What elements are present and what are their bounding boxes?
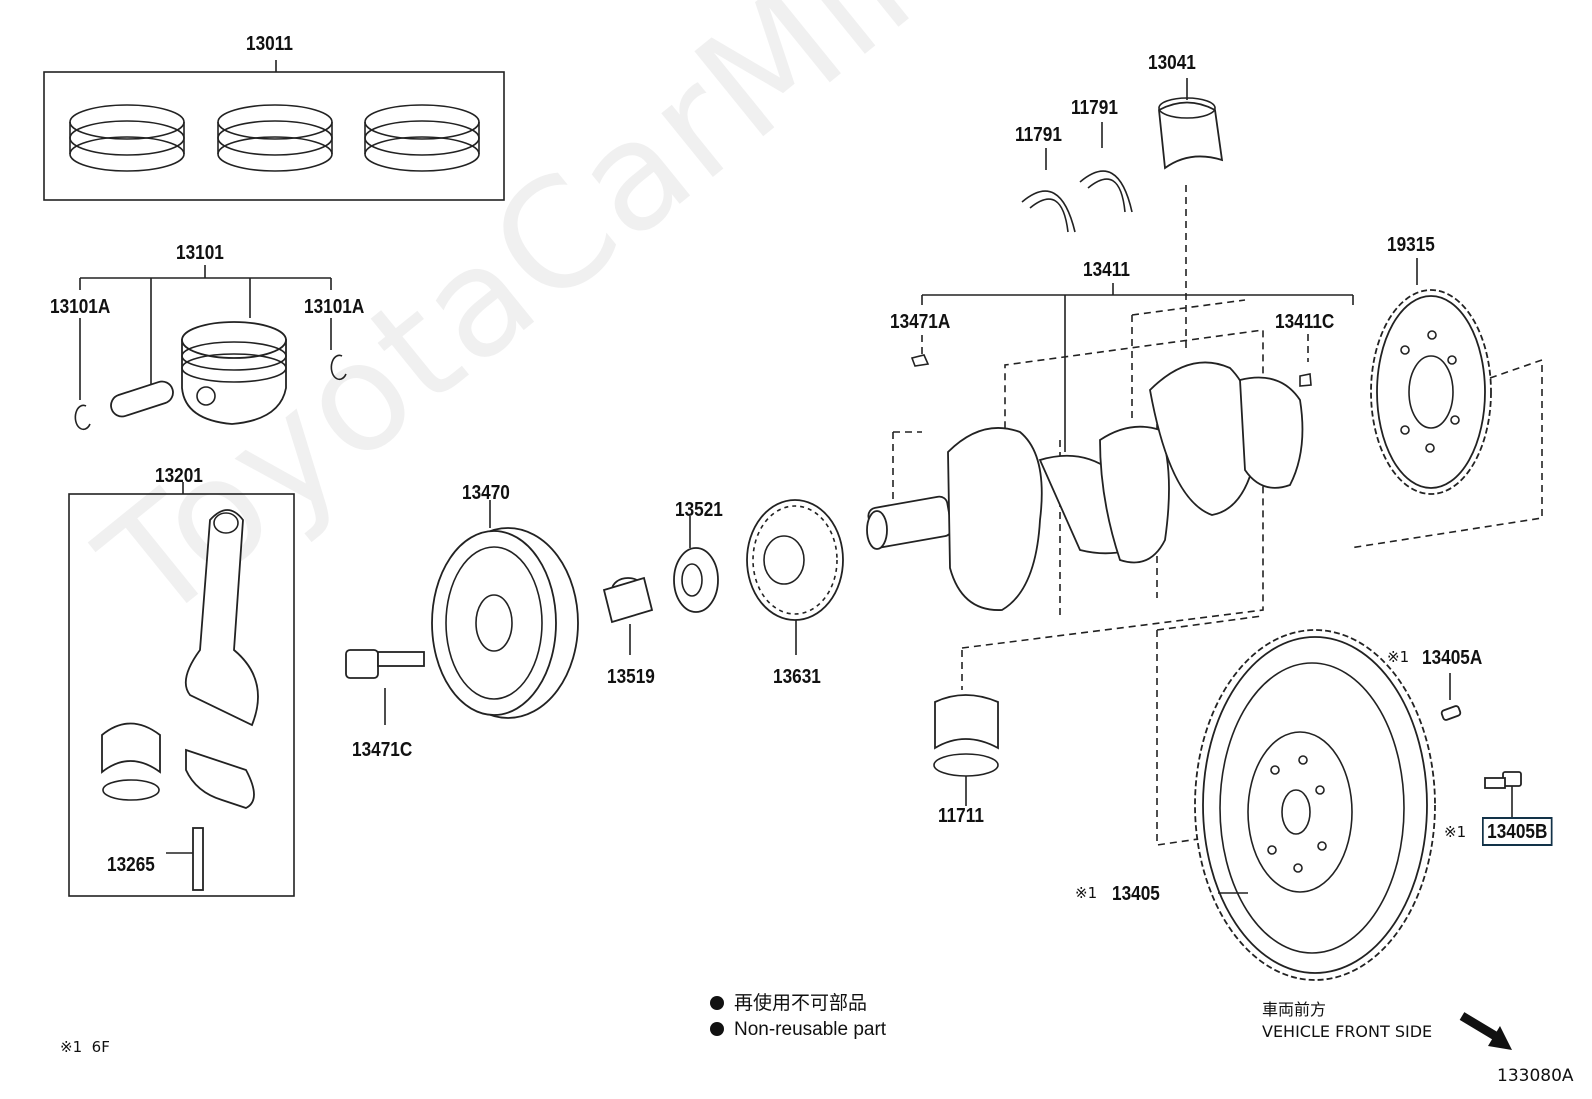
part-label-11791-b[interactable]: 11791 xyxy=(1071,97,1118,119)
part-label-13405[interactable]: 13405 xyxy=(1112,883,1160,905)
part-label-13471A[interactable]: 13471A xyxy=(890,311,951,333)
part-label-13011[interactable]: 13011 xyxy=(246,33,293,55)
footnote-mark: ※1 xyxy=(1387,648,1410,666)
crank-gear-icon[interactable] xyxy=(746,499,844,621)
part-label-13411[interactable]: 13411 xyxy=(1083,259,1130,281)
piston-ring-set-group xyxy=(43,60,505,201)
part-label-11791-a[interactable]: 11791 xyxy=(1015,124,1062,146)
part-label-13101[interactable]: 13101 xyxy=(176,242,224,264)
timing-sprocket-icon[interactable] xyxy=(673,547,719,613)
crank-pin-icon[interactable] xyxy=(1299,373,1312,387)
part-label-13041[interactable]: 13041 xyxy=(1148,52,1196,74)
vehicle-front-arrow-icon xyxy=(1459,1012,1512,1050)
part-label-13521[interactable]: 13521 xyxy=(675,499,723,521)
thrust-washer-group xyxy=(1021,78,1224,233)
crank-gear-group xyxy=(602,499,844,655)
part-label-13631[interactable]: 13631 xyxy=(773,666,821,688)
part-label-13201[interactable]: 13201 xyxy=(155,465,203,487)
pulley-bolt-icon[interactable] xyxy=(345,649,425,679)
part-label-13265[interactable]: 13265 xyxy=(107,854,155,876)
crankshaft-group xyxy=(866,185,1354,649)
main-bearing-icon[interactable] xyxy=(933,694,999,777)
thrust-washer-icon[interactable] xyxy=(1021,190,1076,233)
part-label-13101A-left[interactable]: 13101A xyxy=(50,296,111,318)
thrust-washer-icon xyxy=(1087,178,1126,213)
piston-pin-icon[interactable] xyxy=(108,379,176,420)
connecting-rod-cap-icon[interactable] xyxy=(185,748,255,809)
piston-ring-icon[interactable] xyxy=(69,104,185,172)
diagram-code: 133080A xyxy=(1497,1066,1574,1086)
piston-ring-icon[interactable] xyxy=(217,104,333,172)
piston-group xyxy=(74,265,347,431)
piston-ring-icon[interactable] xyxy=(364,104,480,172)
thrust-washer-icon xyxy=(1029,198,1069,233)
timing-rotor-group xyxy=(1349,258,1543,549)
rod-bolt-icon[interactable] xyxy=(192,827,204,891)
connecting-rod-group xyxy=(68,482,295,897)
legend-non-reusable-jp: 再使用不可部品 xyxy=(710,994,867,1013)
dowel-pin-icon[interactable] xyxy=(1440,705,1462,721)
footnote-mark: ※1 xyxy=(60,1038,83,1056)
flywheel-icon[interactable] xyxy=(1194,629,1436,981)
part-label-13519[interactable]: 13519 xyxy=(607,666,655,688)
spacer-collar-icon[interactable] xyxy=(602,576,654,624)
crank-key-icon[interactable] xyxy=(910,354,930,367)
direction-label-jp: 車両前方 xyxy=(1262,1000,1327,1019)
crankshaft-icon[interactable] xyxy=(866,361,1304,611)
connecting-rod-icon[interactable] xyxy=(184,509,259,727)
part-label-13405B-highlighted[interactable]: 13405B xyxy=(1482,817,1553,846)
snap-ring-icon[interactable] xyxy=(74,404,91,431)
lower-main-bearing-group xyxy=(933,650,999,806)
snap-ring-icon[interactable] xyxy=(330,354,347,381)
crank-pulley-group xyxy=(345,500,579,725)
part-label-13101A-right[interactable]: 13101A xyxy=(304,296,365,318)
direction-label-en: VEHICLE FRONT SIDE xyxy=(1262,1022,1433,1041)
bullet-icon xyxy=(710,996,724,1010)
legend-text-jp: 再使用不可部品 xyxy=(734,993,868,1014)
footnote-mark: ※1 xyxy=(1444,823,1467,841)
timing-rotor-icon[interactable] xyxy=(1370,289,1492,495)
legend-non-reusable-en: Non-reusable part xyxy=(710,1020,886,1039)
part-label-11711[interactable]: 11711 xyxy=(938,805,984,827)
part-label-13470[interactable]: 13470 xyxy=(462,482,510,504)
part-label-13411C[interactable]: 13411C xyxy=(1275,311,1335,333)
piston-icon[interactable] xyxy=(181,321,287,425)
footnote: ※1 6F xyxy=(60,1040,110,1055)
rod-bearing-icon[interactable] xyxy=(101,722,161,801)
part-label-13405A[interactable]: 13405A xyxy=(1422,647,1483,669)
crank-pulley-icon[interactable] xyxy=(431,527,579,719)
footnote-text: 6F xyxy=(91,1038,110,1056)
thrust-washer-icon[interactable] xyxy=(1079,170,1133,213)
part-label-13471C[interactable]: 13471C xyxy=(352,739,413,761)
legend-text-en: Non-reusable part xyxy=(734,1019,887,1040)
footnote-mark: ※1 xyxy=(1075,884,1098,902)
flywheel-group xyxy=(1156,615,1522,981)
flywheel-bolt-icon[interactable] xyxy=(1484,771,1522,789)
bullet-icon xyxy=(710,1022,724,1036)
main-bearing-icon[interactable] xyxy=(1158,97,1224,170)
part-label-19315[interactable]: 19315 xyxy=(1387,234,1435,256)
